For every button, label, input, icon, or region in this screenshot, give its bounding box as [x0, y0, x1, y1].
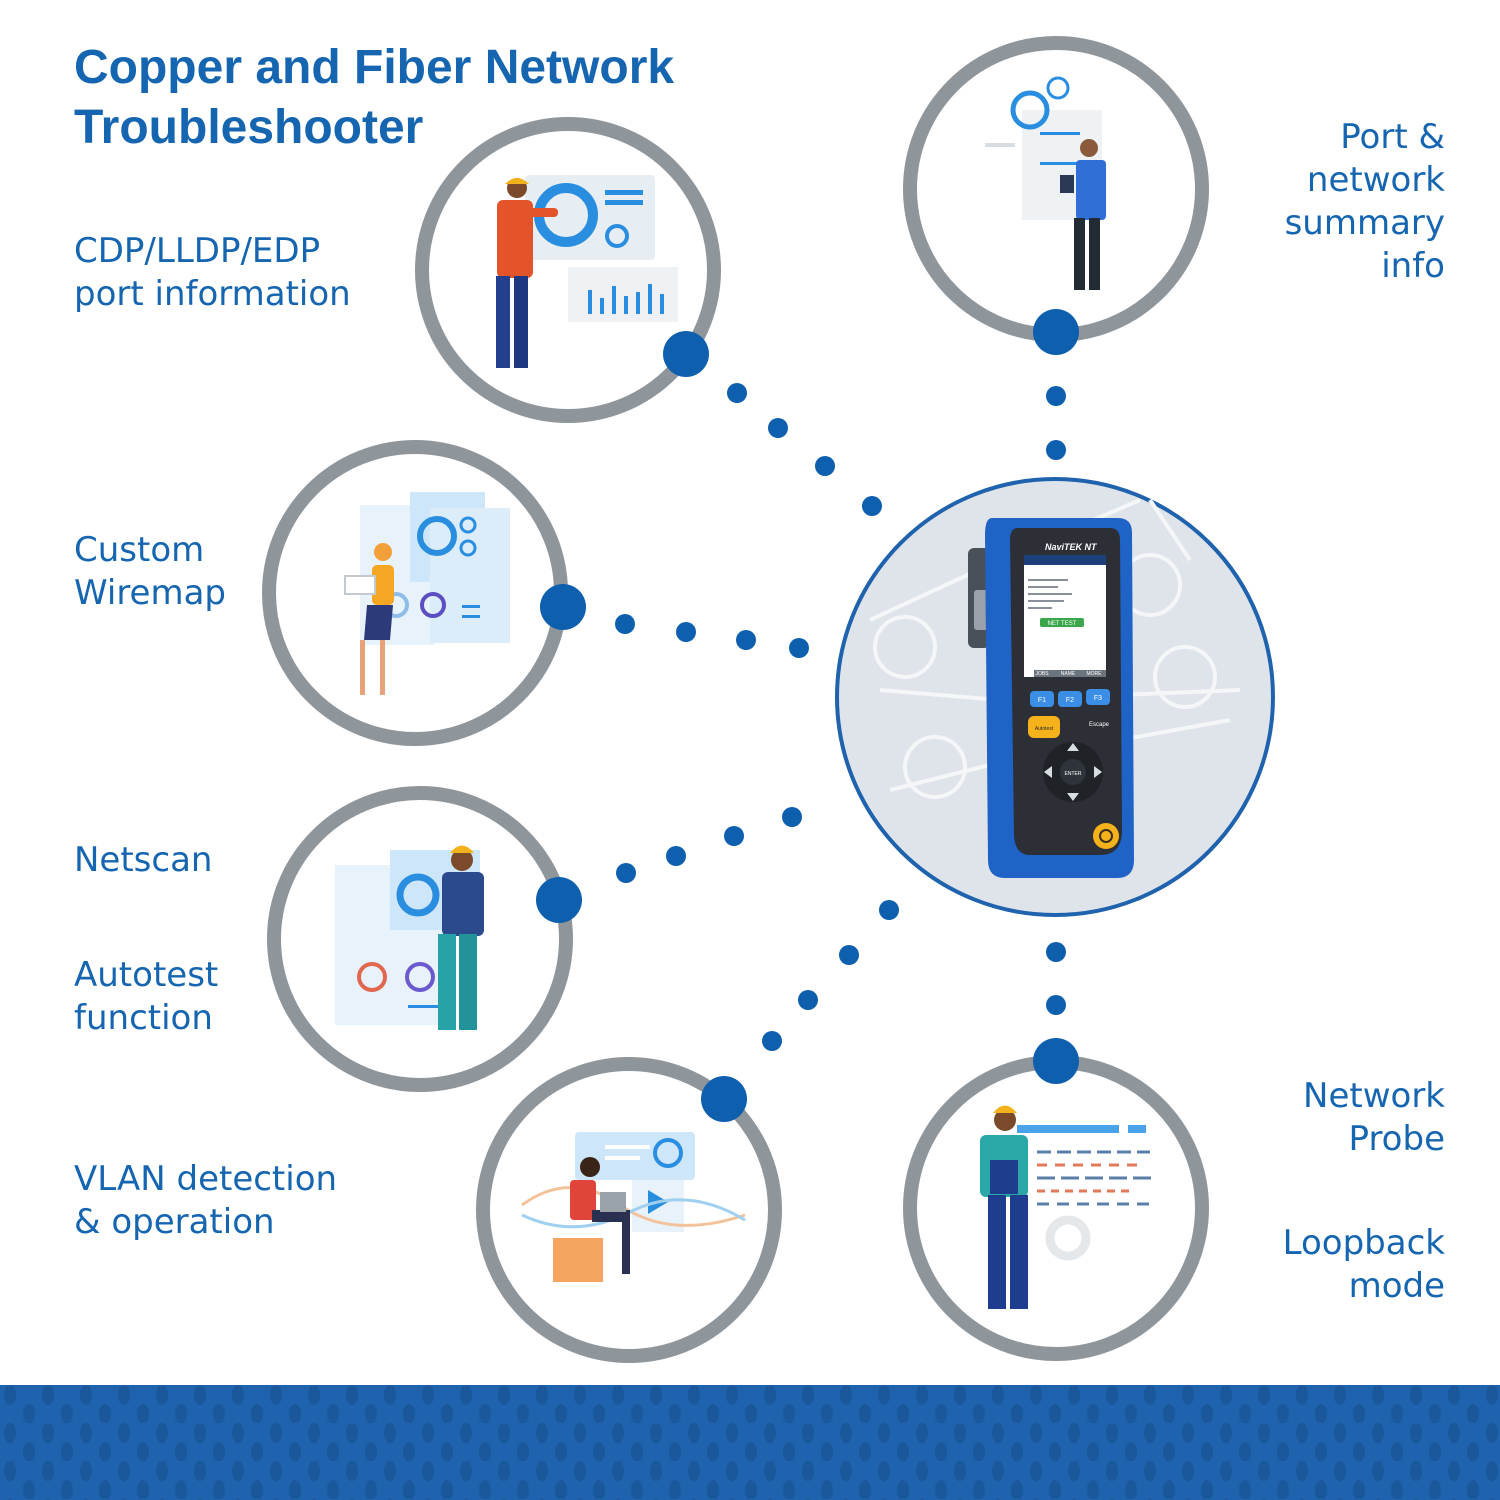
- device-softkey-1: JOBS: [1035, 671, 1049, 677]
- feature-vlan-line: VLAN detection: [74, 1159, 338, 1199]
- feature-port-summary-line: summary: [1284, 203, 1445, 243]
- feature-port-summary-label: Port & network summary info: [1285, 116, 1445, 288]
- ring-node: [701, 1076, 747, 1122]
- feature-wiremap-line: Wiremap: [74, 573, 227, 613]
- device-fkey-2: F2: [1066, 697, 1074, 704]
- device-fkey-3: F3: [1094, 695, 1102, 702]
- ring-node: [1033, 309, 1079, 355]
- feature-vlan-label: VLAN detection & operation: [74, 1158, 337, 1244]
- ring-node: [536, 877, 582, 923]
- wiremap-illustration: [344, 492, 510, 695]
- feature-wiremap-label: Custom Wiremap: [74, 529, 226, 615]
- device-softkey-2: NAME: [1061, 671, 1076, 677]
- feature-netscan-label: Netscan: [74, 839, 212, 882]
- feature-port-summary-line: Port &: [1340, 117, 1445, 157]
- feature-probe-line: Probe: [1348, 1119, 1445, 1159]
- device-autotest-key: Autotest: [1035, 726, 1054, 732]
- device-softkey-3: MORE: [1087, 671, 1103, 677]
- feature-wiremap-line: Custom: [74, 530, 205, 570]
- feature-probe-label: Network Probe: [1303, 1075, 1445, 1161]
- feature-probe-line: Network: [1303, 1076, 1445, 1116]
- ring-node: [663, 331, 709, 377]
- feature-vlan-line: & operation: [74, 1202, 275, 1242]
- cdp-illustration: [496, 175, 678, 368]
- navitek-device: [968, 518, 1134, 878]
- ring-cdp: [415, 117, 721, 423]
- ring-vlan: [476, 1057, 782, 1363]
- feature-autotest-line: Autotest: [74, 955, 219, 995]
- device-brand: NaviTEK NT: [1045, 542, 1098, 552]
- probe-illustration: [980, 1105, 1155, 1309]
- device-enter-key: ENTER: [1065, 771, 1082, 777]
- ring-node: [540, 584, 586, 630]
- title-line-2: Troubleshooter: [74, 101, 424, 154]
- page-title: Copper and Fiber Network Troubleshooter: [74, 38, 674, 158]
- feature-cdp-line: port information: [74, 274, 351, 314]
- device-screen-button: NET TEST: [1048, 621, 1077, 627]
- device-escape-key: Escape: [1089, 722, 1110, 728]
- feature-autotest-line: function: [74, 998, 213, 1038]
- device-fkey-1: F1: [1038, 697, 1046, 704]
- feature-loopback-line: mode: [1348, 1266, 1445, 1306]
- feature-port-summary-line: info: [1381, 246, 1445, 286]
- footer-pattern-band: [0, 1385, 1500, 1500]
- feature-autotest-label: Autotest function: [74, 954, 218, 1040]
- port-summary-illustration: [985, 76, 1106, 290]
- feature-netscan-line: Netscan: [74, 840, 213, 880]
- vlan-illustration: [521, 1132, 746, 1282]
- feature-loopback-label: Loopback mode: [1283, 1222, 1445, 1308]
- feature-cdp-line: CDP/LLDP/EDP: [74, 231, 321, 271]
- ring-probe: [903, 1055, 1209, 1361]
- netscan-illustration: [335, 845, 484, 1030]
- ring-netscan: [267, 786, 573, 1092]
- feature-loopback-line: Loopback: [1282, 1223, 1445, 1263]
- title-line-1: Copper and Fiber Network: [74, 41, 675, 94]
- feature-cdp-label: CDP/LLDP/EDP port information: [74, 230, 351, 316]
- ring-node: [1033, 1038, 1079, 1084]
- feature-port-summary-line: network: [1306, 160, 1445, 200]
